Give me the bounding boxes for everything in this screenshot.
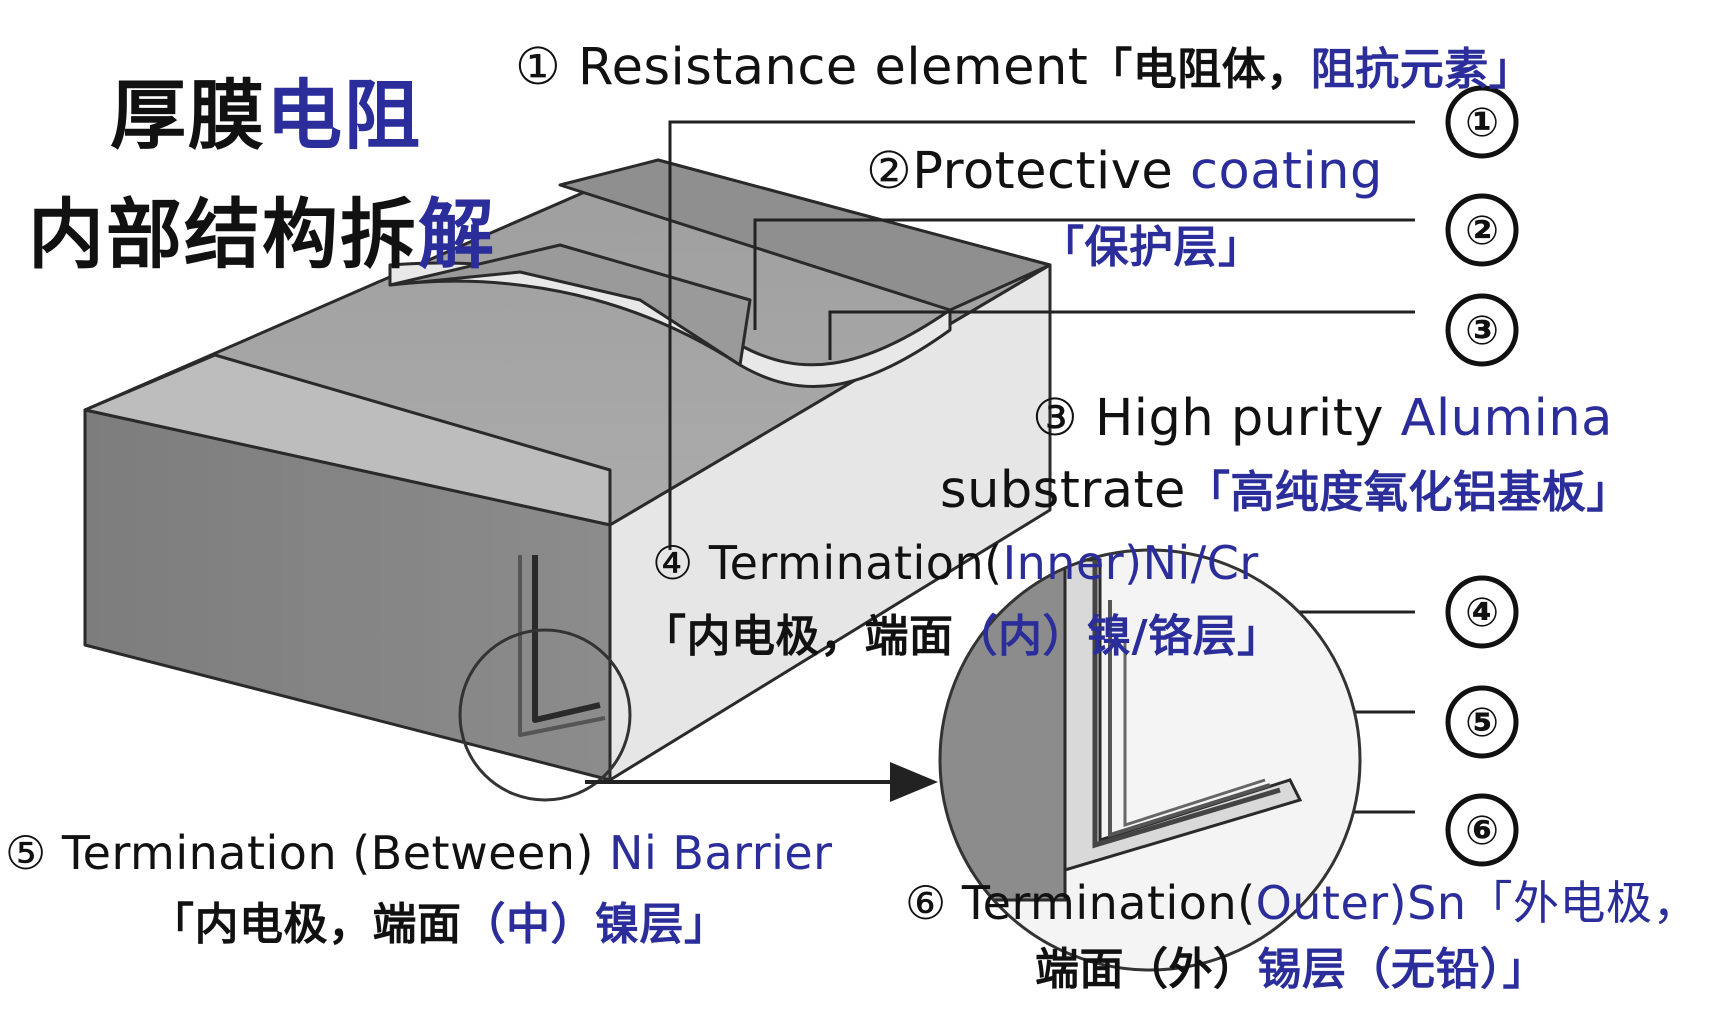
label-1-number: ①: [515, 38, 562, 97]
label-3-en-blue: Alumina: [1400, 389, 1613, 448]
label-3-number: ③: [1032, 389, 1079, 448]
label-6-en-blue: Outer)Sn「外电极，: [1255, 876, 1699, 930]
marker-3-circle: [1445, 293, 1519, 367]
magnifier-small-circle: [458, 628, 632, 802]
marker-5-circle: [1445, 685, 1519, 759]
title-line2-blue: 解: [418, 190, 496, 279]
label-1-en: Resistance element: [577, 38, 1089, 97]
label-5-cn: 「内电极，端面（中）镍层」: [150, 903, 729, 947]
label-3-en2: substrate: [940, 461, 1186, 520]
label-5-number: ⑤: [5, 826, 47, 880]
label-6-cn-blue: 锡层（无铅）」: [1257, 944, 1547, 995]
label-2-cn-text: 「保护层」: [1040, 222, 1263, 273]
label-2-number: ②: [866, 142, 913, 201]
label-2-cn: 「保护层」: [1040, 226, 1263, 270]
label-alumina-substrate: ③ High purity Alumina: [1032, 393, 1613, 444]
marker-1-digit: ①: [1465, 100, 1499, 146]
right-termination-top: [558, 158, 1052, 312]
label-protective-coating: ②Protective coating: [866, 146, 1383, 197]
label-4-cn: 「内电极，端面（内）镍/铬层」: [642, 615, 1282, 659]
label-3-cn: 「高纯度氧化铝基板」: [1185, 467, 1631, 518]
marker-2-circle: [1445, 193, 1519, 267]
label-resistance-element: ① Resistance element「电阻体，阻抗元素」: [515, 42, 1533, 93]
end-termination-bracket: [532, 555, 601, 723]
label-termination-inner: ④ Termination(Inner)Ni/Cr: [652, 540, 1259, 586]
label-6-cn: 端面（外）锡层（无铅）」: [1035, 948, 1547, 992]
marker-6-digit: ⑥: [1465, 808, 1499, 854]
marker-3-digit: ③: [1465, 308, 1499, 354]
marker-circles: [1445, 85, 1519, 867]
marker-6-circle: [1445, 793, 1519, 867]
label-2-en-black: Protective: [912, 142, 1174, 201]
label-termination-between: ⑤ Termination (Between) Ni Barrier: [5, 830, 833, 876]
marker-5-digit: ⑤: [1465, 700, 1499, 746]
label-1-cn-black: 「电阻体，: [1088, 44, 1311, 95]
label-4-en-blue: Inner)Ni/Cr: [1002, 536, 1259, 590]
marker-4-digit: ④: [1465, 590, 1499, 636]
marker-1-circle: [1445, 85, 1519, 159]
label-5-cn-blue: （中）镍层」: [461, 899, 729, 950]
label-5-en-black: Termination (Between): [61, 826, 594, 880]
label-6-cn-black: 端面（外）: [1035, 944, 1258, 995]
label-4-cn-blue: （内）镍/铬层」: [953, 611, 1282, 662]
resistance-element-layer: [388, 243, 752, 367]
label-3-line2: substrate「高纯度氧化铝基板」: [940, 465, 1631, 516]
label-6-en-black: Termination(: [961, 876, 1256, 930]
label-4-cn-black: 「内电极，端面: [642, 611, 954, 662]
title-line1-blue: 电阻: [266, 71, 422, 160]
label-2-en-blue: coating: [1190, 142, 1383, 201]
label-4-number: ④: [652, 536, 694, 590]
label-termination-outer: ⑥ Termination(Outer)Sn「外电极，: [905, 880, 1699, 926]
leader-lines: [668, 120, 1415, 814]
diagram-title-line1: 厚膜电阻: [110, 78, 422, 154]
label-5-cn-black: 「内电极，端面: [150, 899, 462, 950]
label-3-en-black: High purity: [1094, 389, 1384, 448]
label-4-en-black: Termination(: [708, 536, 1003, 590]
marker-4-circle: [1445, 575, 1519, 649]
label-6-number: ⑥: [905, 876, 947, 930]
label-5-en-blue: Ni Barrier: [609, 826, 833, 880]
title-line1-black: 厚膜: [110, 71, 266, 160]
marker-2-digit: ②: [1465, 208, 1499, 254]
diagram-title-line2: 内部结构拆解: [28, 197, 496, 273]
title-line2-black: 内部结构拆: [28, 190, 418, 279]
label-1-cn-blue: 阻抗元素」: [1310, 44, 1534, 95]
